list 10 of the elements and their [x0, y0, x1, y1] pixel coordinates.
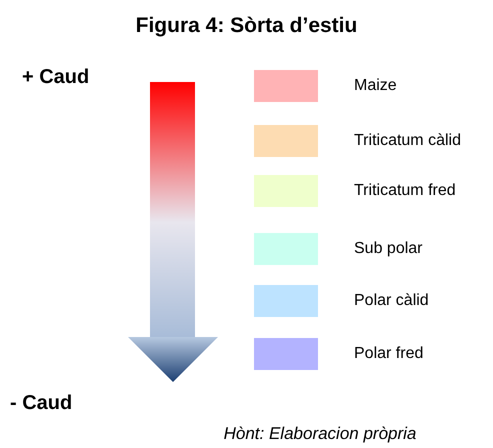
title: Figura 4: Sòrta d’estiu — [134, 14, 358, 38]
source-note: Hònt: Elaboracion pròpria — [222, 424, 418, 444]
legend-label: Maize — [354, 77, 397, 95]
legend-label: Polar càlid — [354, 292, 429, 310]
legend-label: Sub polar — [354, 240, 422, 258]
legend-label: Triticatum fred — [354, 182, 456, 200]
scale-label: + Caud — [22, 66, 90, 89]
scale-label: - Caud — [10, 392, 72, 415]
legend-label: Polar fred — [354, 345, 424, 363]
legend-label: Triticatum càlid — [354, 132, 461, 150]
